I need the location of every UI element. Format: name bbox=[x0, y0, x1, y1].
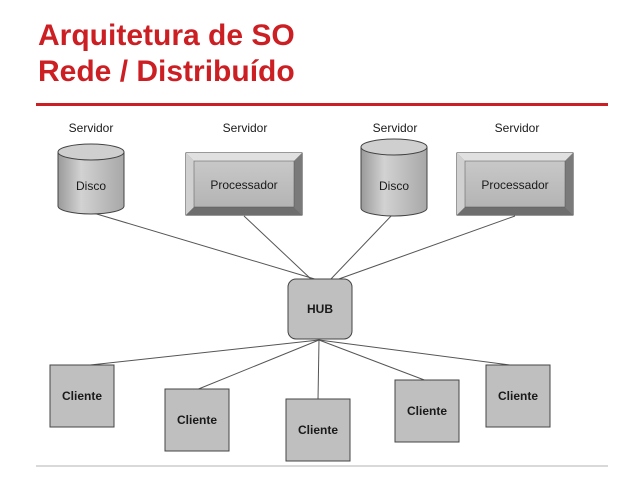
server-role-label: Servidor bbox=[495, 121, 540, 135]
client-label: Cliente bbox=[62, 389, 102, 403]
title-divider bbox=[36, 103, 608, 106]
client-box bbox=[49, 364, 115, 428]
client-label: Cliente bbox=[407, 404, 447, 418]
client-box bbox=[164, 388, 230, 452]
client-box bbox=[394, 379, 460, 443]
disk-cylinder-icon bbox=[57, 152, 125, 215]
disk-cylinder-top bbox=[57, 143, 125, 161]
disk-node: Disco bbox=[57, 143, 125, 215]
processor-node: Processador bbox=[185, 152, 303, 216]
client-label: Cliente bbox=[177, 413, 217, 427]
processor-node: Processador bbox=[456, 152, 574, 216]
processor-face bbox=[193, 160, 295, 208]
hub-node: HUB bbox=[287, 278, 353, 340]
link-hub-client-1 bbox=[80, 339, 320, 367]
title-line-2: Rede / Distribuído bbox=[38, 55, 295, 88]
server-role-label: Servidor bbox=[223, 121, 268, 135]
processor-bevel-left bbox=[186, 153, 194, 215]
client-node: Cliente bbox=[49, 364, 115, 428]
footer-divider bbox=[36, 465, 608, 467]
disk-node: Disco bbox=[360, 138, 428, 217]
link-processor-1-hub bbox=[243, 215, 313, 281]
processor-bevel-right bbox=[294, 153, 302, 215]
link-hub-client-2 bbox=[195, 339, 320, 391]
link-disk-2-hub bbox=[329, 213, 394, 281]
hub-box bbox=[287, 278, 353, 340]
client-node: Cliente bbox=[485, 364, 551, 428]
link-hub-client-3 bbox=[317, 339, 320, 401]
disk-label: Disco bbox=[379, 179, 409, 193]
client-node: Cliente bbox=[394, 379, 460, 443]
hub-label: HUB bbox=[307, 302, 333, 316]
processor-face bbox=[464, 160, 566, 208]
client-label: Cliente bbox=[298, 423, 338, 437]
processor-bevel-bottom bbox=[186, 207, 302, 215]
title-line-1: Arquitetura de SO bbox=[38, 19, 295, 52]
slide-title: Arquitetura de SO Rede / Distribuído bbox=[38, 18, 295, 90]
processor-bevel-top bbox=[186, 153, 302, 161]
client-links bbox=[80, 339, 519, 401]
server-role-label: Servidor bbox=[373, 121, 418, 135]
disk-cylinder-top bbox=[360, 138, 428, 156]
disk-label: Disco bbox=[76, 179, 106, 193]
server-links bbox=[89, 211, 516, 281]
link-hub-client-5 bbox=[318, 339, 519, 367]
processor-label: Processador bbox=[481, 178, 548, 192]
processor-bevel-bottom bbox=[457, 207, 573, 215]
processor-bevel-right bbox=[565, 153, 573, 215]
server-role-label: Servidor bbox=[69, 121, 114, 135]
link-processor-2-hub bbox=[335, 215, 516, 281]
client-box bbox=[485, 364, 551, 428]
link-disk-1-hub bbox=[89, 211, 319, 281]
client-node: Cliente bbox=[285, 398, 351, 462]
disk-cylinder-icon bbox=[360, 147, 428, 217]
processor-bevel-top bbox=[457, 153, 573, 161]
processor-label: Processador bbox=[210, 178, 277, 192]
client-label: Cliente bbox=[498, 389, 538, 403]
client-box bbox=[285, 398, 351, 462]
client-node: Cliente bbox=[164, 388, 230, 452]
processor-bevel-left bbox=[457, 153, 465, 215]
link-hub-client-4 bbox=[318, 339, 428, 382]
